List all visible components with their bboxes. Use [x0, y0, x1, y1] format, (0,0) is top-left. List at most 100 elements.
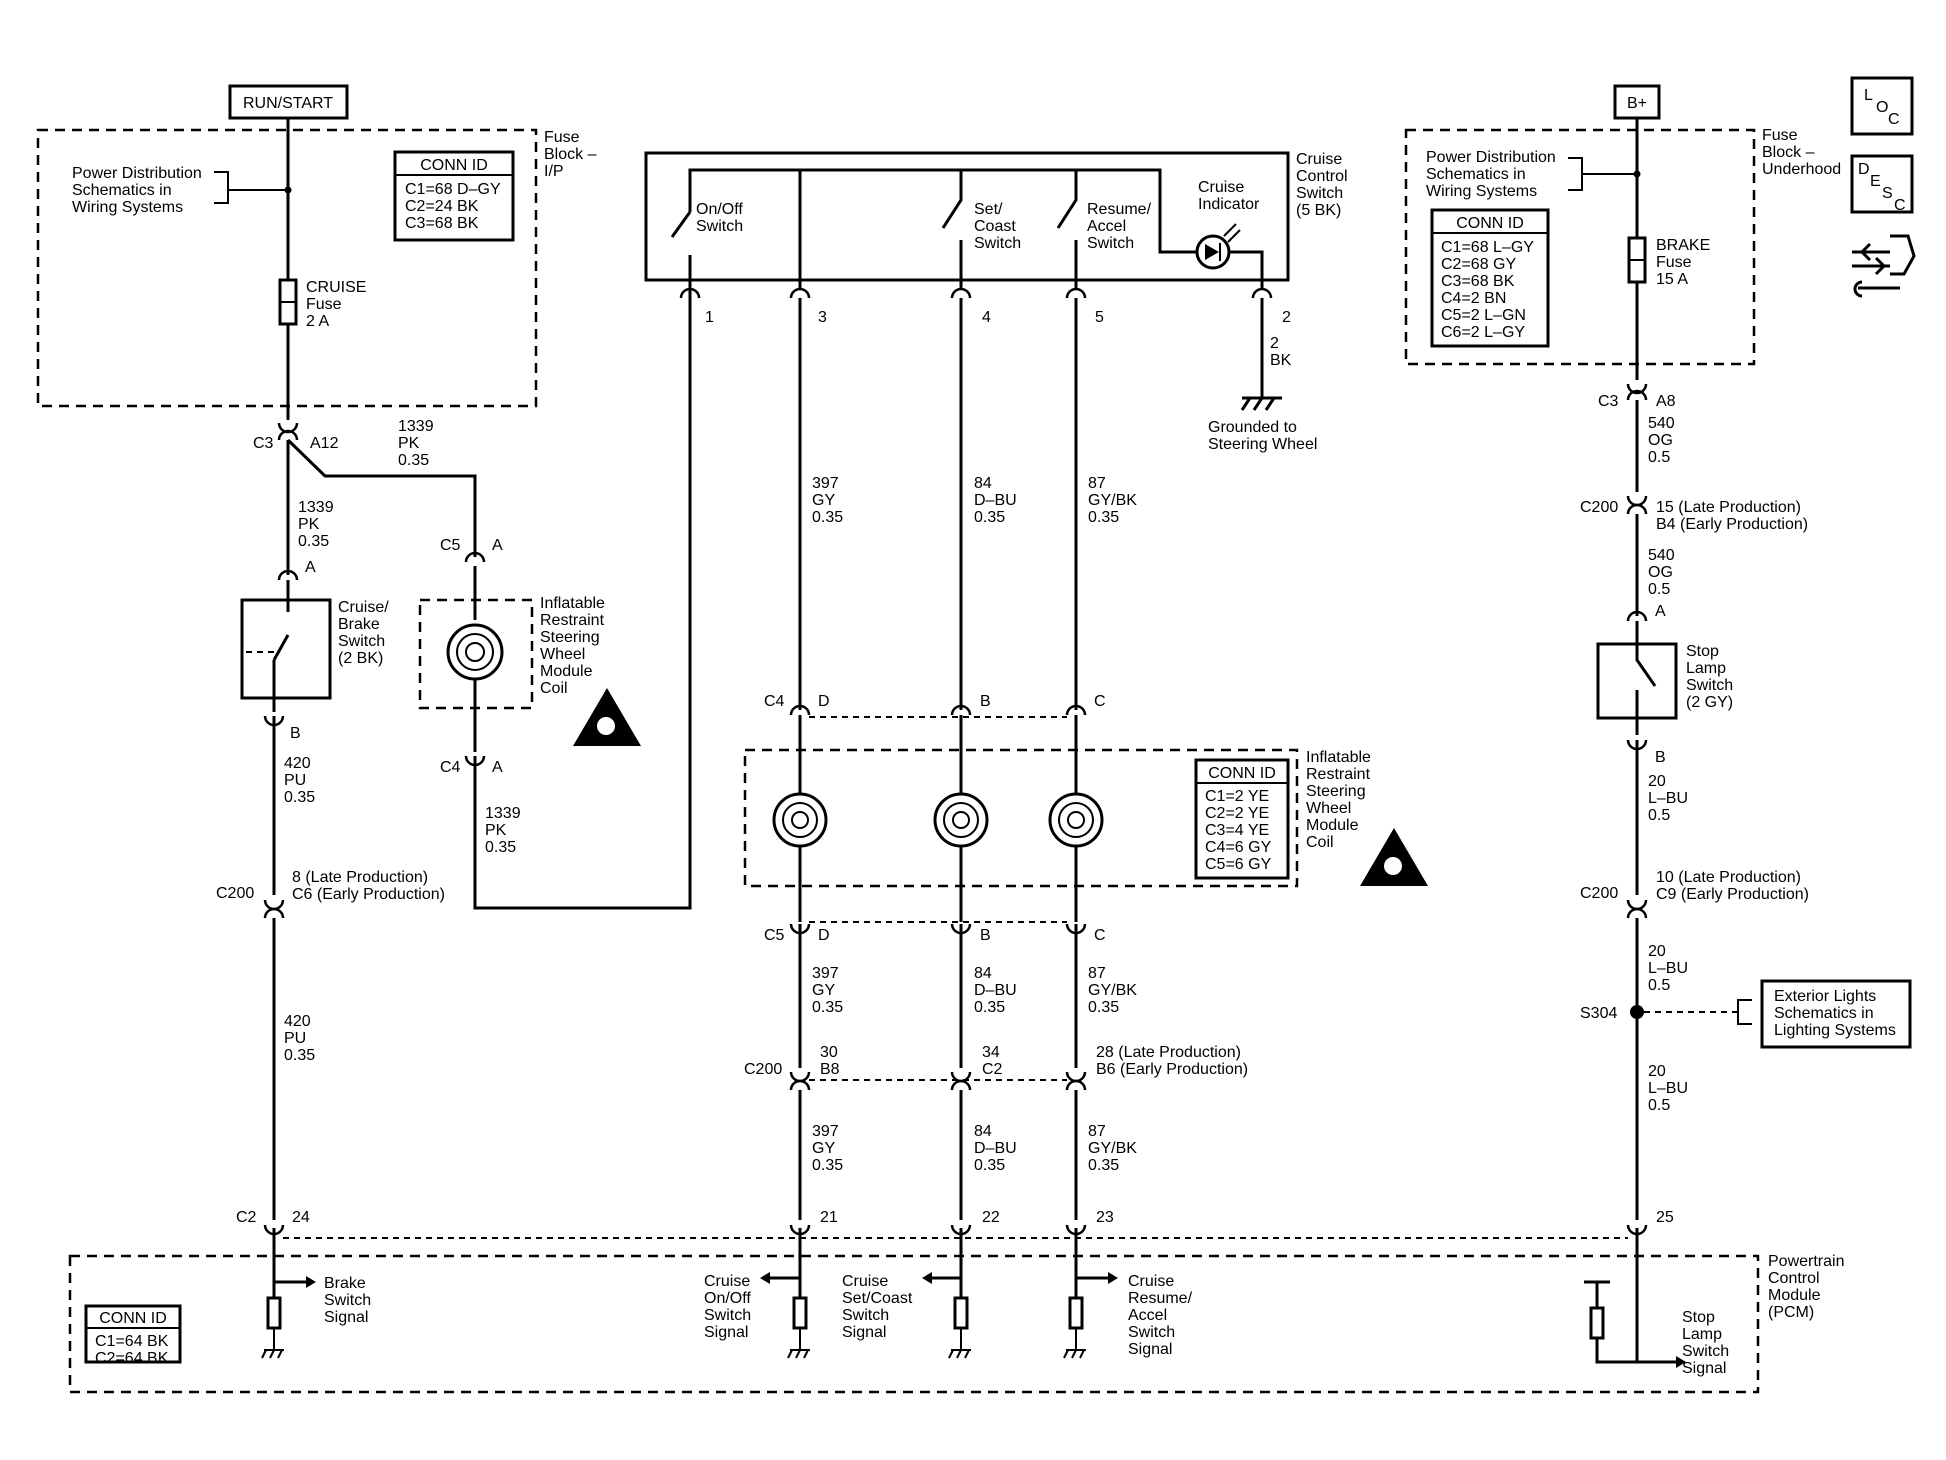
- wire-1339-c: 1339 PK 0.35: [485, 805, 525, 856]
- connector-icon[interactable]: [1852, 234, 1916, 276]
- esd-warning-icon: [1360, 828, 1428, 886]
- cruise-fuse-label: CRUISE Fuse 2 A: [306, 279, 371, 330]
- b-plus-label: B+: [1627, 95, 1647, 112]
- center-c200-pin2: 34 C2: [982, 1044, 1004, 1078]
- resume-switch-icon: [1056, 170, 1078, 290]
- led-icon: [1195, 223, 1241, 270]
- svg-text:C: C: [1894, 197, 1906, 214]
- pcm-conn-list: C1=64 BK C2=64 BK: [95, 1333, 173, 1367]
- stop-signal-input: [1584, 1228, 1686, 1368]
- coil-icon: [1048, 792, 1104, 848]
- fuse-block-underhood: [1404, 128, 1756, 366]
- wire-20-a: 20 L–BU 0.5: [1648, 773, 1692, 824]
- wire-540-a: 540 OG 0.5: [1648, 415, 1679, 466]
- svg-text:S304: S304: [1580, 1005, 1617, 1022]
- wire-540-b: 540 OG 0.5: [1648, 547, 1679, 598]
- svg-text:A: A: [492, 537, 503, 554]
- run-start-label: RUN/START: [243, 95, 333, 112]
- wire-1339-a: 1339 PK 0.35: [398, 418, 438, 469]
- set-signal-input: [922, 1228, 971, 1359]
- switch-icon: [272, 580, 290, 712]
- svg-text:5: 5: [1095, 309, 1104, 326]
- svg-text:B: B: [290, 725, 301, 742]
- center-coil-label: Inflatable Restraint Steering Wheel Modu…: [1306, 749, 1375, 851]
- brake-fuse-label: BRAKE Fuse 15 A: [1656, 237, 1715, 288]
- description-icon[interactable]: D E S C: [1850, 154, 1914, 214]
- svg-text:2: 2: [1282, 309, 1291, 326]
- svg-text:3: 3: [818, 309, 827, 326]
- svg-text:C4: C4: [440, 759, 461, 776]
- onoff-switch-icon: [670, 211, 692, 290]
- fuse-ip-conn-id: [393, 150, 515, 242]
- svg-text:A: A: [492, 759, 503, 776]
- svg-text:A: A: [1655, 603, 1666, 620]
- set-signal-label: Cruise Set/Coast Switch Signal: [842, 1273, 917, 1341]
- svg-text:25: 25: [1656, 1209, 1674, 1226]
- wire-84-c: 84 D–BU 0.35: [974, 1123, 1021, 1174]
- svg-text:A8: A8: [1656, 393, 1676, 410]
- svg-text:A: A: [305, 559, 316, 576]
- svg-text:C200: C200: [1580, 499, 1618, 516]
- wire-420-b: 420 PU 0.35: [284, 1013, 315, 1064]
- svg-text:D: D: [818, 693, 830, 710]
- splice-s304: [1630, 1005, 1644, 1019]
- ground-icon: [261, 1328, 284, 1359]
- ground-wire-label: 2 BK: [1270, 335, 1292, 369]
- svg-text:B: B: [1655, 749, 1666, 766]
- cruise-brake-switch: [240, 598, 332, 700]
- wire-84-a: 84 D–BU 0.35: [974, 475, 1021, 526]
- svg-text:D: D: [1858, 161, 1870, 178]
- wire-420-a: 420 PU 0.35: [284, 755, 315, 806]
- svg-text:C5: C5: [440, 537, 461, 554]
- ground-icon: [948, 1328, 971, 1359]
- svg-text:CONN ID: CONN ID: [99, 1310, 167, 1327]
- resistor-icon: [266, 1296, 282, 1330]
- wire-20-b: 20 L–BU 0.5: [1648, 943, 1692, 994]
- resume-signal-label: Cruise Resume/ Accel Switch Signal: [1128, 1273, 1196, 1358]
- fuse-block-ip-label: Fuse Block – I/P: [544, 129, 601, 180]
- exterior-lights-label: Exterior Lights Schematics in Lighting S…: [1774, 988, 1896, 1039]
- ground-icon: [1063, 1328, 1086, 1359]
- svg-text:22: 22: [982, 1209, 1000, 1226]
- center-coil-module: [743, 748, 1299, 888]
- center-c200-pin3: 28 (Late Production) B6 (Early Productio…: [1096, 1044, 1248, 1078]
- coil-icon: [446, 623, 504, 681]
- brake-signal-input: [261, 1228, 316, 1359]
- coil-icon: [772, 792, 828, 848]
- wire-87-a: 87 GY/BK 0.35: [1088, 475, 1141, 526]
- svg-text:CONN ID: CONN ID: [420, 157, 488, 174]
- set-switch-icon: [941, 170, 963, 290]
- resistor-icon: [1589, 1306, 1605, 1340]
- pcm-module: [68, 1254, 1760, 1394]
- svg-text:C2: C2: [236, 1209, 257, 1226]
- ground-icon: [1240, 396, 1282, 411]
- ground-icon: [787, 1328, 810, 1359]
- svg-text:C: C: [1888, 111, 1900, 128]
- svg-text:23: 23: [1096, 1209, 1114, 1226]
- location-icon[interactable]: L O C: [1850, 76, 1914, 136]
- svg-text:O: O: [1876, 99, 1888, 116]
- pcm-label: Powertrain Control Module (PCM): [1768, 1253, 1849, 1321]
- svg-text:CONN ID: CONN ID: [1456, 215, 1524, 232]
- cruise-brake-switch-label: Cruise/ Brake Switch (2 BK): [338, 599, 393, 667]
- svg-text:4: 4: [982, 309, 991, 326]
- pcm-conn-id: [84, 1304, 182, 1364]
- svg-text:A12: A12: [310, 435, 339, 452]
- esd-warning-icon: [573, 688, 641, 746]
- fuse-uh-conn-list: C1=68 L–GY C2=68 GY C3=68 BK C4=2 BN C5=…: [1441, 239, 1538, 341]
- switch-icon: [1635, 621, 1657, 735]
- resistor-icon: [792, 1296, 808, 1330]
- resistor-icon: [953, 1296, 969, 1330]
- right-c200b-pins: 10 (Late Production) C9 (Early Productio…: [1656, 869, 1809, 903]
- svg-text:21: 21: [820, 1209, 838, 1226]
- svg-text:L: L: [1864, 87, 1873, 104]
- onoff-signal-input: [760, 1228, 810, 1359]
- right-c200-pins: 15 (Late Production) B4 (Early Productio…: [1656, 499, 1808, 533]
- set-switch-label: Set/ Coast Switch: [974, 201, 1021, 252]
- svg-text:S: S: [1882, 185, 1893, 202]
- wrench-icon[interactable]: [1853, 280, 1900, 298]
- wire-1339-b: 1339 PK 0.35: [298, 499, 338, 550]
- coil-icon: [933, 792, 989, 848]
- wire-84-b: 84 D–BU 0.35: [974, 965, 1021, 1016]
- svg-text:CONN ID: CONN ID: [1208, 765, 1276, 782]
